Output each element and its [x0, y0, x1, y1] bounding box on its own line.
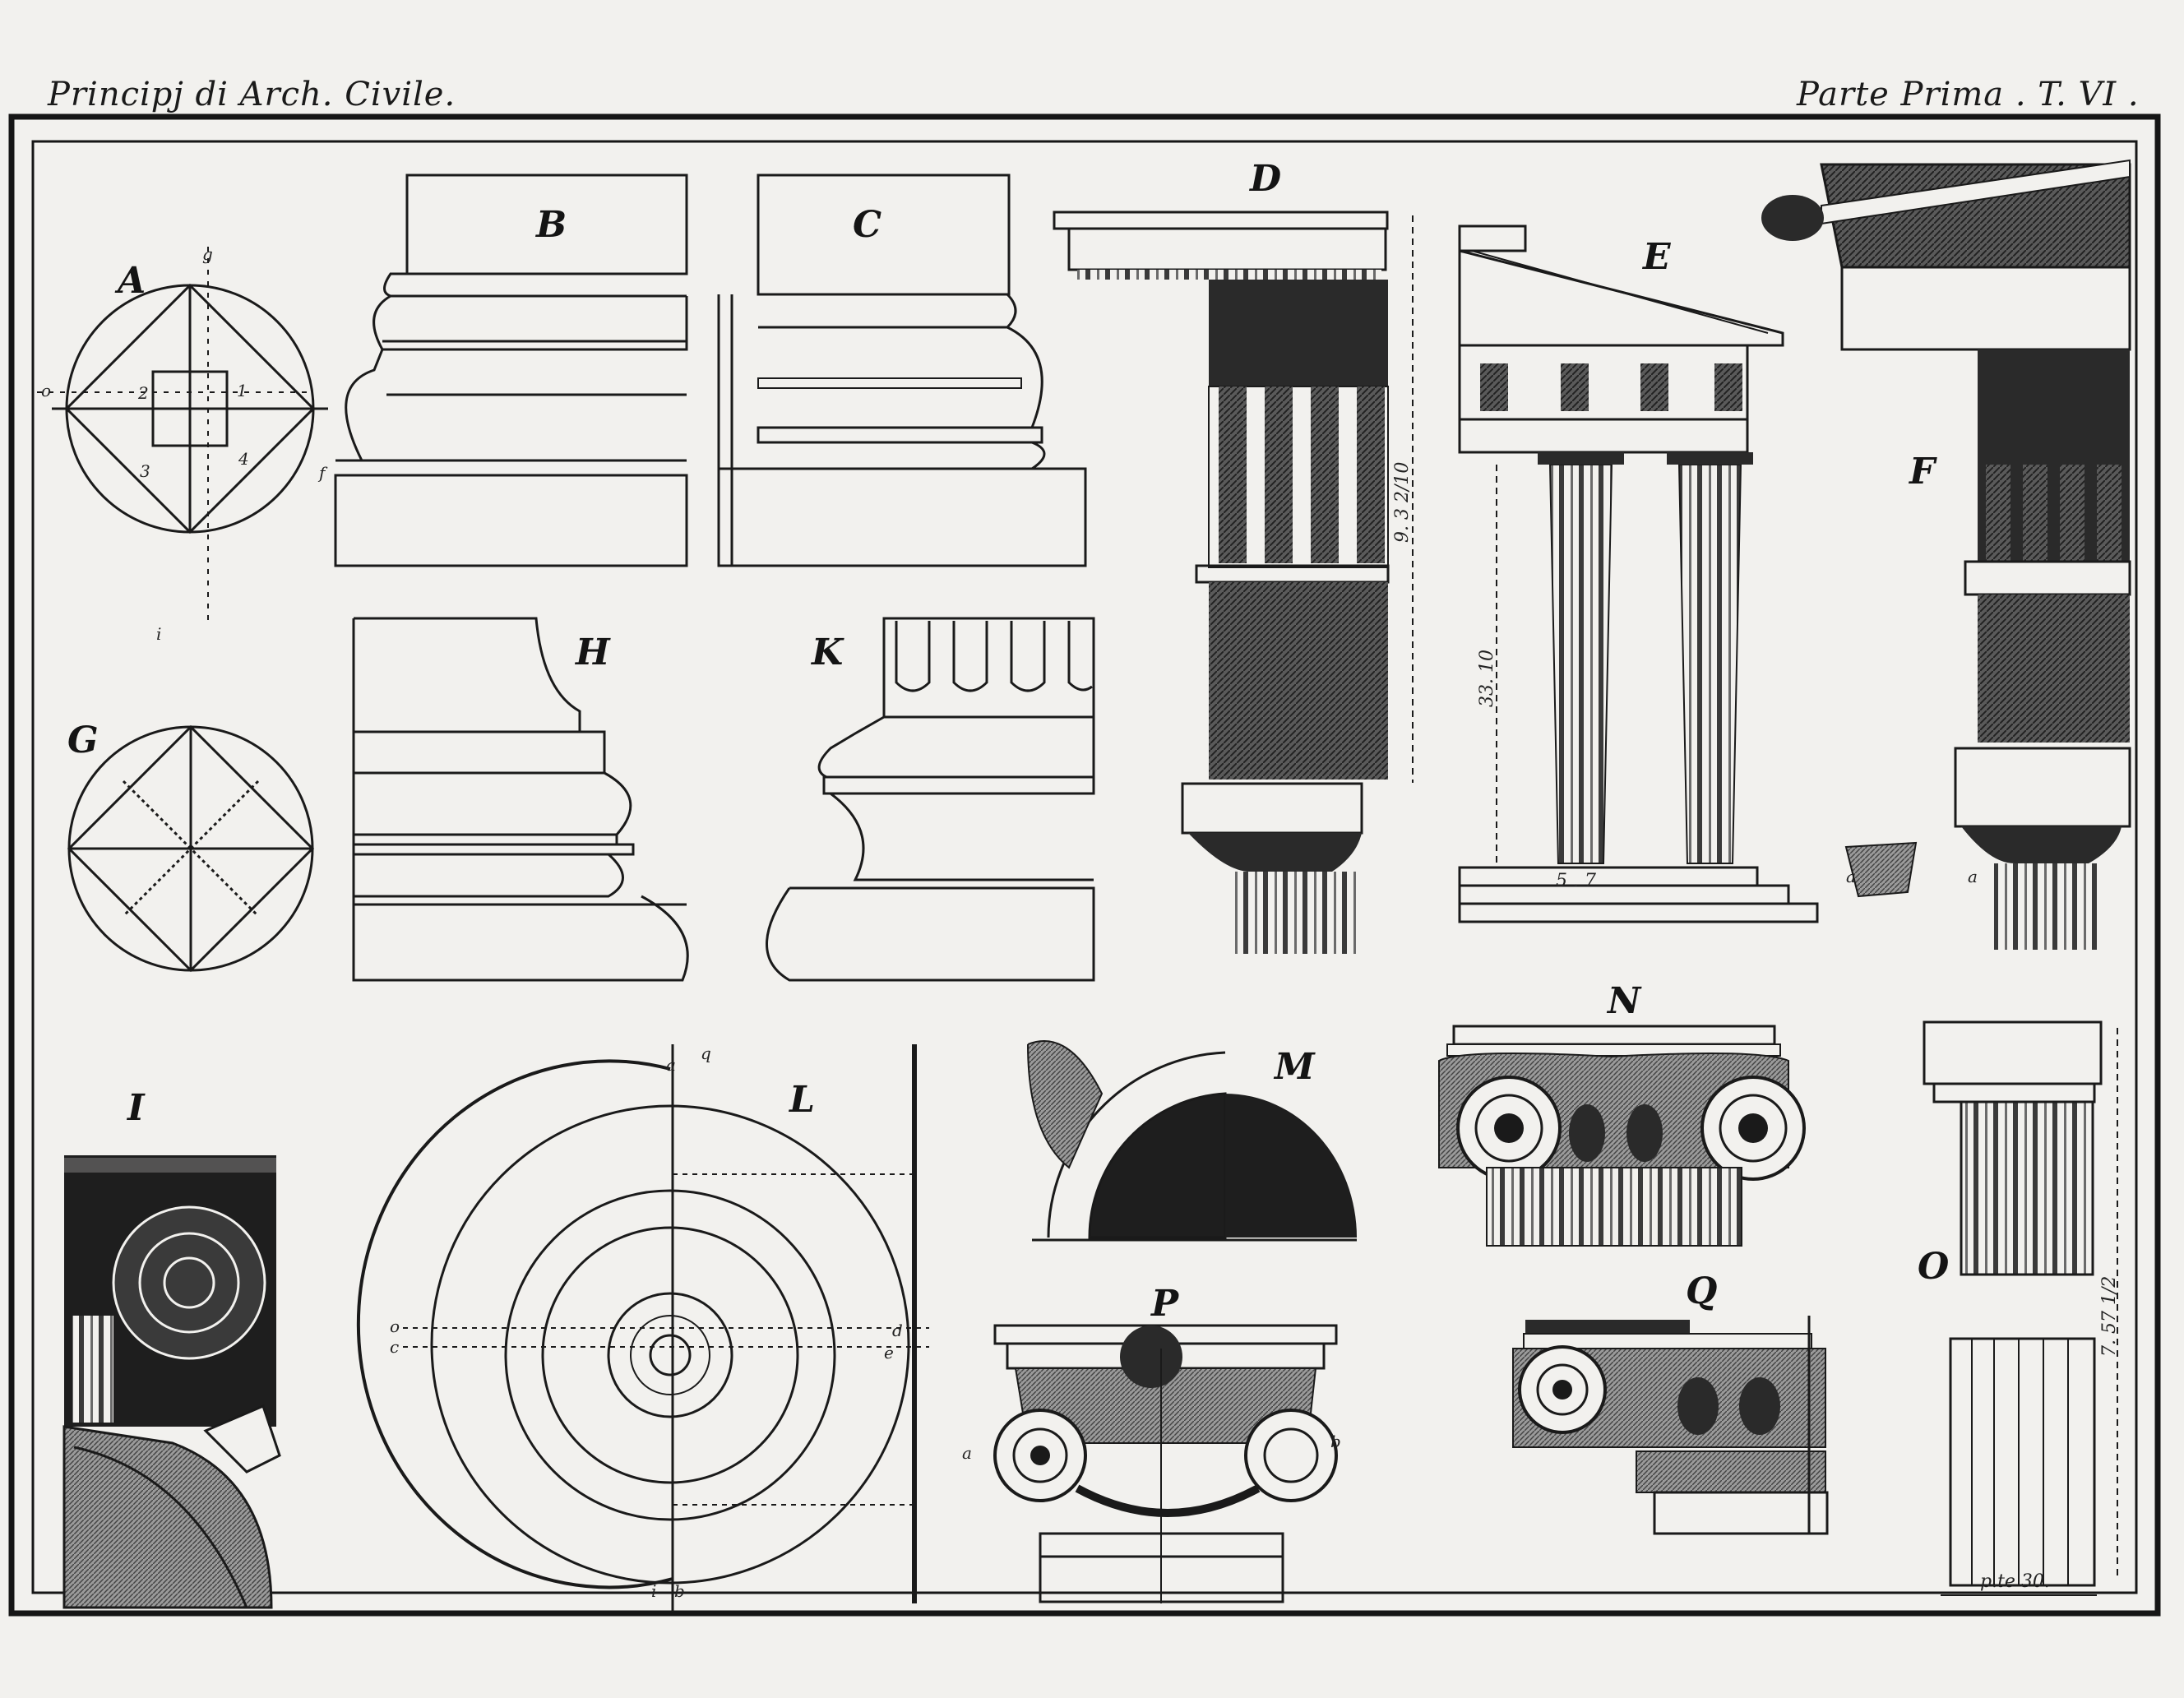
figure-c-label: C: [853, 204, 881, 246]
figure-h-column-base: [352, 617, 689, 982]
annotation-f: f: [317, 463, 328, 483]
figure-p-label: P: [1150, 1283, 1180, 1325]
figure-g-label: G: [67, 719, 99, 761]
figure-a-circle-diagram: [37, 247, 328, 625]
annotation-f-a: a: [1846, 867, 1856, 886]
annotation-g: g: [202, 244, 213, 264]
figure-k-label: K: [810, 632, 844, 673]
figure-n-label: N: [1606, 980, 1642, 1022]
annotation-l-c: c: [390, 1337, 399, 1357]
figure-i-label: I: [126, 1087, 146, 1129]
figure-i-ionic-capital-detail: [62, 1155, 281, 1609]
figure-d-doric-entablature: [1053, 211, 1414, 954]
annotation-l-q: q: [701, 1043, 711, 1063]
annotation-p-b: b: [1330, 1432, 1341, 1451]
figure-e-temple-front: [1458, 224, 1819, 923]
annotation-1: 1: [237, 381, 248, 400]
figure-q-label: Q: [1686, 1270, 1717, 1312]
figure-l-volute-construction: [356, 1044, 929, 1612]
dimension-o: 7. 57 1/2: [2099, 1276, 2120, 1357]
annotation-l-a: a: [666, 1055, 676, 1075]
plate-title-right: Parte Prima . T. VI .: [1797, 76, 2140, 113]
figure-g-circle-diagram: [67, 724, 315, 973]
figure-o-label: O: [1918, 1246, 1949, 1288]
annotation-4: 4: [238, 449, 249, 469]
dimension-d: 9. 3 2/10: [1392, 462, 1413, 543]
figure-a-label: A: [114, 260, 146, 302]
figure-n-ionic-capital: [1438, 1025, 1806, 1247]
annotation-o: o: [41, 381, 51, 400]
figure-p-ionic-capital: [993, 1324, 1338, 1603]
annotation-l-i: i: [651, 1581, 656, 1601]
figure-d-label: D: [1248, 158, 1281, 200]
figure-f-entablature-corner: [1761, 159, 2131, 950]
dimension-o-base: p.te 30.: [1980, 1571, 2050, 1592]
figure-m-volute-section: [1027, 1040, 1357, 1242]
figure-k-column-base: [766, 617, 1095, 982]
figure-h-label: H: [574, 632, 611, 673]
figure-o-column-section: [1923, 1020, 2118, 1596]
annotation-f-a2: a: [1968, 867, 1978, 886]
figure-m-label: M: [1273, 1046, 1316, 1088]
figure-b-label: B: [534, 204, 567, 246]
figure-c-column-base: [717, 174, 1087, 567]
plate-title-left: Principj di Arch. Civile.: [48, 76, 456, 113]
dimension-e: 33. 10: [1477, 650, 1497, 707]
annotation-l-d: d: [892, 1321, 903, 1340]
figure-q-ionic-capital: [1512, 1316, 1829, 1535]
figure-b-column-base: [334, 174, 688, 567]
dimension-e-base: 5 . 7: [1556, 871, 1596, 891]
figure-f-label: F: [1908, 451, 1937, 493]
figure-l-label: L: [788, 1079, 815, 1121]
annotation-l-e: e: [884, 1343, 894, 1363]
figure-e-label: E: [1641, 236, 1672, 278]
plate-border: [8, 113, 2161, 1617]
annotation-l-o: o: [390, 1316, 400, 1336]
annotation-i: i: [156, 624, 161, 644]
annotation-l-b: b: [674, 1581, 685, 1601]
annotation-3: 3: [140, 461, 150, 481]
annotation-2: 2: [137, 383, 149, 403]
annotation-p-a: a: [962, 1443, 972, 1463]
